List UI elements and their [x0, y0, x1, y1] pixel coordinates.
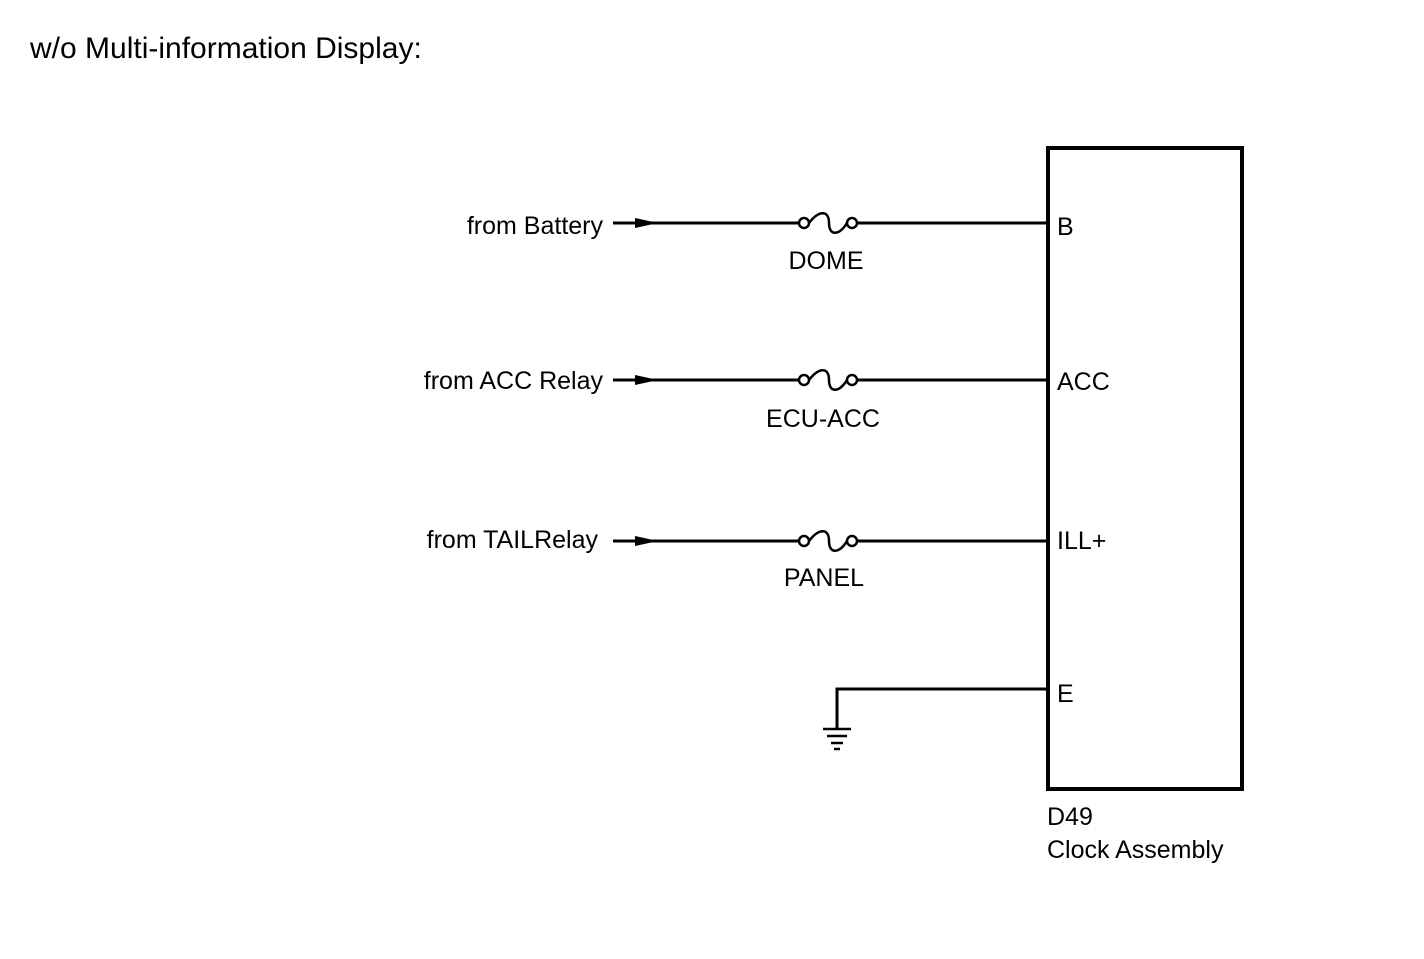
component-code: D49	[1047, 803, 1093, 831]
clock-assembly-box	[1046, 146, 1244, 791]
fuse-icon	[797, 530, 859, 552]
arrow-icon	[635, 375, 658, 385]
component-name: Clock Assembly	[1047, 836, 1224, 864]
terminal-label: ACC	[1057, 368, 1110, 396]
diagram-heading: w/o Multi-information Display:	[29, 32, 422, 65]
circuit-ground: E	[823, 680, 1074, 751]
fuse-icon	[797, 369, 859, 391]
circuit-battery: from Battery DOME B	[467, 212, 1074, 275]
terminal-label: B	[1057, 213, 1074, 241]
source-label: from Battery	[467, 212, 604, 240]
source-label: from TAILRelay	[427, 526, 599, 554]
fuse-label: DOME	[789, 247, 864, 275]
arrow-icon	[635, 218, 658, 228]
ground-wire	[835, 687, 1048, 728]
ground-icon	[823, 727, 851, 751]
fuse-icon	[797, 212, 859, 234]
circuit-acc-relay: from ACC Relay ECU-ACC ACC	[424, 367, 1110, 433]
terminal-label: ILL+	[1057, 527, 1106, 555]
fuse-label: PANEL	[784, 564, 864, 592]
source-label: from ACC Relay	[424, 367, 604, 395]
fuse-label: ECU-ACC	[766, 405, 880, 433]
terminal-label: E	[1057, 680, 1074, 708]
arrow-icon	[635, 536, 658, 546]
circuit-tail-relay: from TAILRelay PANEL ILL+	[427, 526, 1107, 592]
